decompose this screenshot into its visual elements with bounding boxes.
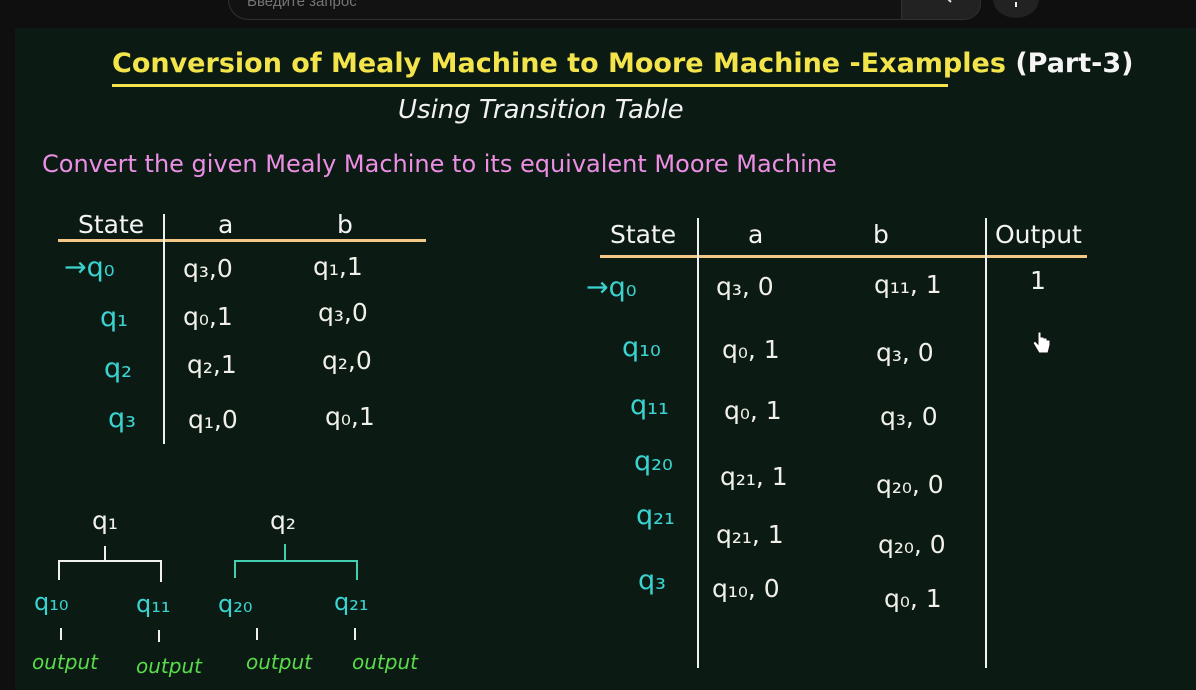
tree-bar-left [58, 560, 162, 562]
mealy-cell: q₂,1 [187, 350, 237, 379]
voice-search-button[interactable] [993, 0, 1039, 18]
mealy-header-b: b [337, 210, 353, 239]
mealy-cell: q₃,0 [183, 254, 233, 283]
leaf-q20: q₂₀ [218, 590, 253, 618]
moore-output: 1 [1030, 266, 1046, 295]
leaf-tick [354, 628, 356, 640]
tree-leg [160, 560, 162, 582]
moore-state-q0: →q₀ [586, 272, 637, 303]
moore-state-q21: q₂₁ [636, 500, 675, 531]
mealy-state-q1: q₁ [100, 302, 128, 333]
mealy-state-q3: q₃ [108, 403, 136, 434]
moore-header-state: State [610, 220, 677, 249]
tree-bar-right [234, 560, 358, 562]
tree-leg [234, 560, 236, 578]
moore-state-q10: q₁₀ [622, 332, 661, 363]
output-label: output [136, 654, 202, 678]
title-main: Conversion of Mealy Machine to Moore Mac… [112, 48, 1006, 79]
tree-leg [58, 560, 60, 580]
subtitle: Using Transition Table [398, 95, 684, 125]
video-frame-board [15, 28, 1196, 690]
page-title: Conversion of Mealy Machine to Moore Mac… [112, 48, 1134, 79]
mealy-cell: q₃,0 [318, 298, 368, 327]
moore-cell: q₃, 0 [716, 272, 774, 301]
tree-stem-left [104, 546, 106, 560]
leaf-tick [60, 628, 62, 640]
microphone-icon [1015, 2, 1017, 7]
mealy-cell: q₀,1 [183, 302, 233, 331]
output-label: output [32, 650, 98, 674]
mealy-header-line [58, 239, 426, 242]
moore-cell: q₂₀, 0 [878, 530, 946, 559]
moore-state-q3: q₃ [638, 565, 666, 596]
leaf-tick [158, 630, 160, 642]
search-icon [947, 0, 952, 3]
question-text: Convert the given Mealy Machine to its e… [42, 150, 837, 178]
tree-root-q1: q₁ [92, 506, 118, 535]
title-part: (Part-3) [1015, 48, 1134, 79]
moore-cell: q₃, 0 [880, 402, 938, 431]
output-label: output [246, 650, 312, 674]
moore-cell: q₁₀, 0 [712, 574, 780, 603]
moore-header-b: b [873, 220, 889, 249]
mealy-header-a: a [218, 210, 234, 239]
search-input[interactable] [247, 0, 887, 15]
search-box[interactable] [228, 0, 901, 20]
browser-top-bar [0, 0, 1196, 28]
mealy-state-q2: q₂ [104, 353, 132, 384]
moore-divider-1 [697, 218, 699, 668]
mealy-divider [163, 214, 165, 444]
moore-cell: q₀, 1 [884, 584, 942, 613]
moore-cell: q₂₀, 0 [876, 470, 944, 499]
output-label: output [352, 650, 418, 674]
search-button[interactable] [901, 0, 981, 20]
moore-header-output: Output [995, 220, 1082, 249]
hand-pointer-icon [1032, 331, 1051, 354]
leaf-q11: q₁₁ [136, 590, 171, 618]
moore-cell: q₁₁, 1 [874, 270, 942, 299]
mealy-cell: q₂,0 [322, 346, 372, 375]
moore-header-a: a [748, 220, 764, 249]
moore-cell: q₀, 1 [724, 396, 782, 425]
moore-cell: q₃, 0 [876, 338, 934, 367]
leaf-tick [256, 628, 258, 640]
leaf-q21: q₂₁ [334, 588, 369, 616]
mealy-cell: q₁,0 [188, 405, 238, 434]
tree-root-q2: q₂ [270, 506, 296, 535]
title-underline [112, 84, 948, 87]
mealy-header-state: State [78, 210, 145, 239]
mealy-cell: q₀,1 [325, 402, 375, 431]
moore-cell: q₂₁, 1 [720, 462, 788, 491]
moore-header-line [600, 255, 1087, 258]
leaf-q10: q₁₀ [34, 588, 69, 616]
moore-cell: q₂₁, 1 [716, 520, 784, 549]
moore-state-q20: q₂₀ [634, 446, 673, 477]
mealy-state-q0: →q₀ [64, 252, 115, 283]
tree-leg [356, 560, 358, 580]
tree-stem-right [284, 544, 286, 560]
moore-divider-2 [985, 218, 987, 668]
moore-cell: q₀, 1 [722, 335, 780, 364]
mealy-cell: q₁,1 [313, 252, 363, 281]
moore-state-q11: q₁₁ [630, 390, 669, 421]
